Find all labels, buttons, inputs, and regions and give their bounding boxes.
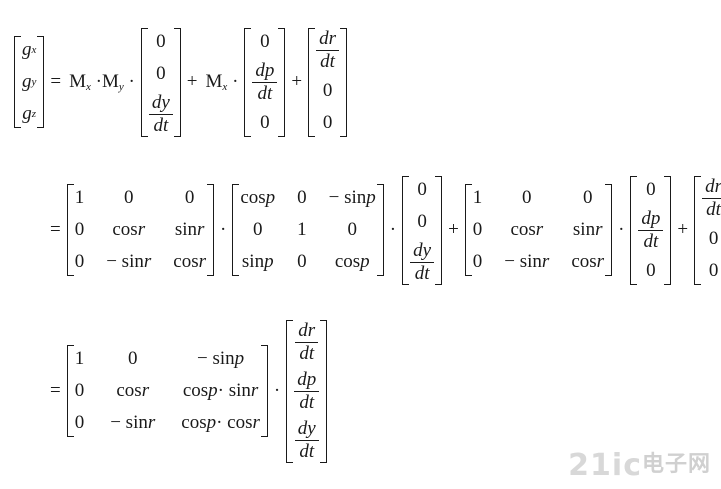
matrix-entry: 0 xyxy=(74,412,85,433)
matrix-entry: − sin p xyxy=(328,187,376,208)
site-watermark: 21ic电子网 xyxy=(568,446,711,483)
plus-sign: + xyxy=(186,71,198,92)
equals-sign: = xyxy=(50,71,62,92)
rotation-matrix-x-2: 1 0 0 0 cos r sin r 0 − sin r cos r xyxy=(464,184,613,276)
matrix-entry: sin r xyxy=(572,219,603,240)
rotation-matrix-y: cos p 0 − sin p 0 1 0 sin p 0 cos p xyxy=(232,184,385,276)
plus-sign: + xyxy=(448,219,459,240)
mx-operator: Mx · xyxy=(205,71,239,93)
matrix-entry: 0 xyxy=(582,187,593,208)
matrix-entry: 0 xyxy=(646,178,656,200)
matrix-entry: 0 xyxy=(472,251,483,272)
rotation-matrix-x: 1 0 0 0 cos r sin r 0 − sin r cos r xyxy=(66,184,215,276)
dot-operator: · xyxy=(220,219,227,240)
matrix-entry: 1 xyxy=(472,187,483,208)
matrix-entry: 0 xyxy=(522,187,532,208)
matrix-entry: cos p · cos r xyxy=(181,412,260,433)
matrix-entry: 0 xyxy=(156,62,166,84)
matrix-entry: 0 xyxy=(417,210,427,232)
plus-sign: + xyxy=(677,219,689,240)
matrix-entry: sin r xyxy=(174,219,205,240)
matrix-entry: 0 xyxy=(417,178,427,200)
matrix-entry: 0 xyxy=(708,227,719,249)
matrix-entry: cos r xyxy=(510,219,544,240)
combined-matrix: 1 0 − sin p 0 cos r cos p · sin r 0 − sin r cos … xyxy=(66,345,269,437)
matrix-entry: − sin r xyxy=(110,412,156,433)
matrix-entry: 0 xyxy=(74,251,85,272)
matrix-entry: 0 xyxy=(74,219,85,240)
plus-sign: + xyxy=(291,71,303,92)
matrix-entry: − sin p xyxy=(197,348,245,369)
matrix-entry: − sin r xyxy=(106,251,152,272)
equals-sign: = xyxy=(50,219,61,240)
matrix-entry: cos p · sin r xyxy=(182,380,259,401)
matrix-entry: 0 xyxy=(646,259,656,281)
equals-sign: = xyxy=(50,380,61,401)
dot-operator: · xyxy=(389,219,397,240)
matrix-entry: cos p xyxy=(334,251,370,272)
dot-operator: · xyxy=(273,380,281,401)
equation-line-2: = 1 0 0 0 cos r sin r 0 − sin r cos r · cos p 0 − … xyxy=(48,160,721,300)
matrix-entry: 1 xyxy=(74,187,85,208)
matrix-entry: 0 xyxy=(74,380,85,401)
matrix-entry: 0 xyxy=(252,219,263,240)
matrix-entry: cos r xyxy=(112,219,146,240)
matrix-entry: 0 xyxy=(260,30,270,52)
matrix-entry: 0 xyxy=(708,259,719,281)
matrix-entry: cos r xyxy=(173,251,206,272)
matrix-entry: 0 xyxy=(322,111,333,133)
matrix-entry: 0 xyxy=(260,111,270,133)
matrix-entry: cos r xyxy=(571,251,605,272)
matrix-entry: cos p xyxy=(240,187,276,208)
matrix-entry: 0 xyxy=(322,79,333,101)
matrix-entry: 0 xyxy=(156,30,166,52)
matrix-entry: 1 xyxy=(74,348,85,369)
matrix-entry: 0 xyxy=(297,251,307,272)
matrix-entry: 0 xyxy=(297,187,307,208)
matrix-entry: 0 xyxy=(347,219,357,240)
matrix-entry: 0 xyxy=(127,348,138,369)
matrix-entry: − sin r xyxy=(504,251,550,272)
watermark-text: 21ic xyxy=(568,448,642,483)
dot-operator: · xyxy=(618,219,625,240)
matrix-entry: 0 xyxy=(123,187,134,208)
matrix-entry: 1 xyxy=(297,219,307,240)
equation-line-3: = 1 0 − sin p 0 cos r cos p · sin r 0 − sin r co… xyxy=(48,306,328,476)
mx-my-product: Mx ·My · xyxy=(69,71,135,93)
matrix-entry: cos r xyxy=(116,380,150,401)
matrix-entry: sin p xyxy=(241,251,274,272)
watermark-cn: 电子网 xyxy=(641,452,711,477)
matrix-entry: 0 xyxy=(472,219,483,240)
matrix-entry: 0 xyxy=(184,187,195,208)
